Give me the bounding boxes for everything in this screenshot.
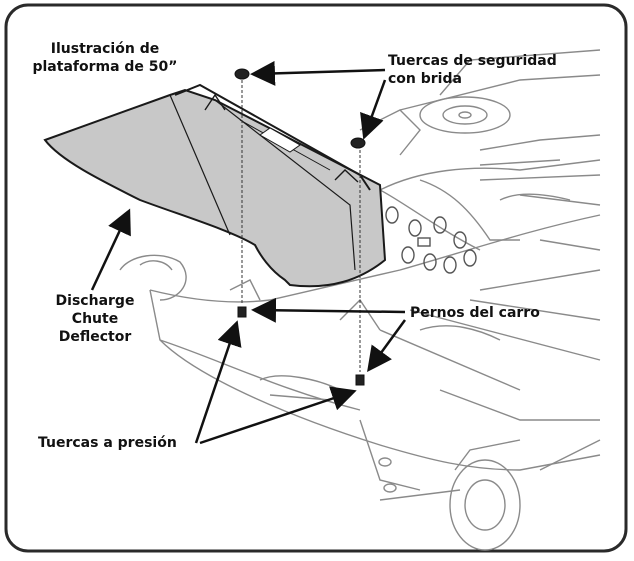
illustration-title-line2: plataforma de 50” bbox=[32, 59, 178, 75]
arrow-to-right-carriage-bolt bbox=[367, 319, 407, 373]
illustration-title: Ilustración de plataforma de 50” bbox=[30, 40, 180, 76]
discharge-chute-deflector-shape bbox=[43, 83, 387, 288]
flange-nuts-line1: Tuercas de seguridad bbox=[388, 53, 557, 69]
deck-holes bbox=[385, 206, 477, 274]
carriage-bolts-label: Pernos del carro bbox=[410, 305, 540, 321]
arrow-to-left-flange-nut bbox=[250, 60, 386, 86]
illustration-title-line1: Ilustración de bbox=[50, 41, 160, 57]
callout-arrows bbox=[90, 60, 407, 445]
arrow-to-right-flange-nut bbox=[360, 79, 387, 140]
chute-line1: Discharge bbox=[55, 293, 135, 309]
arrow-to-left-carriage-bolt bbox=[251, 297, 406, 323]
snap-nuts-label: Tuercas a presión bbox=[38, 435, 177, 451]
hardware bbox=[234, 68, 366, 386]
flange-nuts-label: Tuercas de seguridad con brida bbox=[388, 52, 557, 88]
arrow-to-right-snap-nut bbox=[199, 386, 357, 445]
arrow-to-deflector bbox=[90, 208, 131, 291]
discharge-chute-deflector-label: Discharge Chute Deflector bbox=[40, 292, 150, 346]
chute-line3: Deflector bbox=[58, 329, 132, 345]
flange-nuts-line2: con brida bbox=[388, 71, 462, 87]
bolt-guides bbox=[241, 80, 361, 372]
chute-line2: Chute bbox=[71, 311, 119, 327]
arrow-to-left-snap-nut bbox=[194, 320, 242, 444]
